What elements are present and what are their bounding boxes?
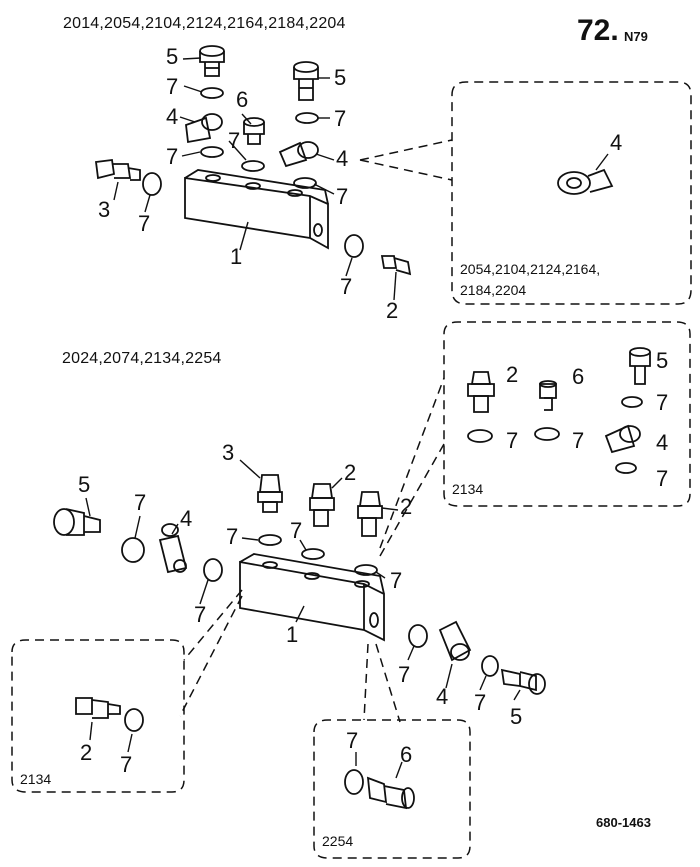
dashed-leader-bottom-left: [179, 589, 243, 717]
callout-number: 7: [398, 662, 411, 687]
callout-number: 1: [230, 244, 243, 269]
manifold-block-top: [184, 169, 329, 250]
callout-number: 5: [166, 44, 179, 69]
callout-number: 7: [336, 184, 349, 209]
inset-bottom-model: 2254: [322, 833, 354, 849]
page-number: 72.: [577, 14, 619, 47]
inset-models-line2: 2184,2204: [460, 282, 527, 298]
dashed-leader-bottom-center: [363, 643, 401, 723]
nipple-bottom-2a: [309, 483, 335, 527]
banjo-fitting-top-left: [185, 113, 223, 144]
callout-number: 3: [222, 440, 235, 465]
nipple-top-right: [380, 255, 412, 276]
callout-number: 7: [226, 524, 239, 549]
callout-number: 4: [336, 146, 349, 171]
washers-bottom: [121, 534, 499, 677]
banjo-fitting-bottom-left: [158, 523, 188, 574]
callout-number: 4: [436, 684, 449, 709]
inset-frame-bottom-center: [313, 719, 471, 859]
inset-callout: 7: [656, 466, 669, 491]
dashed-leader-bottom-right: [379, 377, 445, 557]
banjo-bolt-top-right: [293, 61, 319, 101]
bottom-models-label: 2024,2074,2134,2254: [62, 350, 222, 367]
plug-top: [243, 117, 265, 145]
callout-number: 7: [138, 211, 151, 236]
inset-callout: 6: [400, 742, 413, 767]
banjo-fitting-top-right: [278, 141, 319, 168]
callout-number: 7: [474, 690, 487, 715]
callout-number: 2: [386, 298, 399, 323]
inset-callout: 4: [656, 430, 669, 455]
banjo-bolt-top-left: [199, 45, 225, 77]
banjo-fitting-inset-top: [557, 153, 614, 195]
page-suffix: N79: [624, 29, 648, 44]
inset-callout: 7: [572, 428, 585, 453]
inset-callout: 2: [506, 362, 519, 387]
callout-number: 7: [390, 568, 403, 593]
inset-callout: 4: [610, 130, 623, 155]
banjo-bolt-bottom-left: [53, 508, 101, 536]
callout-number: 3: [98, 197, 111, 222]
inset-callout: 7: [346, 728, 359, 753]
nipple-bottom-2b: [357, 491, 383, 537]
inset-frame-bottom-right: [443, 321, 691, 507]
manifold-block-bottom: [239, 553, 385, 642]
callout-number: 5: [334, 65, 347, 90]
inset-left-model: 2134: [20, 771, 52, 787]
inset-frame-bottom-left: [11, 639, 185, 793]
callout-number: 5: [510, 704, 523, 729]
inset-callout: 7: [506, 428, 519, 453]
leader-lines-bottom: [85, 459, 521, 701]
callout-number: 7: [166, 74, 179, 99]
inset-callout: 6: [572, 364, 585, 389]
inset-callout: 5: [656, 348, 669, 373]
callout-number: 7: [166, 144, 179, 169]
leader-lines-top: [113, 57, 397, 301]
callout-number: 2: [344, 460, 357, 485]
callout-number: 4: [166, 104, 179, 129]
callout-number: 7: [334, 106, 347, 131]
inset-callout: 7: [120, 752, 133, 777]
callout-number: 5: [78, 472, 91, 497]
inset-right-parts: [467, 347, 651, 474]
banjo-bolt-bottom-right: [500, 668, 546, 695]
callout-number: 7: [134, 490, 147, 515]
callout-number: 7: [228, 128, 241, 153]
top-models-label: 2014,2054,2104,2124,2164,2184,2204: [63, 15, 346, 32]
callout-number: 7: [290, 518, 303, 543]
callout-number: 6: [236, 87, 249, 112]
inset-right-model: 2134: [452, 481, 484, 497]
callout-number: 7: [340, 274, 353, 299]
banjo-fitting-bottom-right: [438, 620, 472, 662]
dashed-leader-top-inset: [359, 139, 453, 181]
callout-number: 4: [180, 506, 193, 531]
inset-frame-top: [451, 81, 692, 305]
reference-number: 680-1463: [596, 815, 651, 830]
inset-left-parts: [75, 697, 144, 753]
inset-center-parts: [344, 752, 415, 810]
nipple-top-left: [94, 158, 141, 181]
inset-models-line1: 2054,2104,2124,2164,: [460, 261, 601, 277]
inset-callout: 7: [656, 390, 669, 415]
inset-callout: 2: [80, 740, 93, 765]
callout-number: 2: [400, 494, 413, 519]
callout-number: 7: [194, 602, 207, 627]
nipple-bottom-3: [257, 474, 283, 513]
callout-number: 1: [286, 622, 299, 647]
